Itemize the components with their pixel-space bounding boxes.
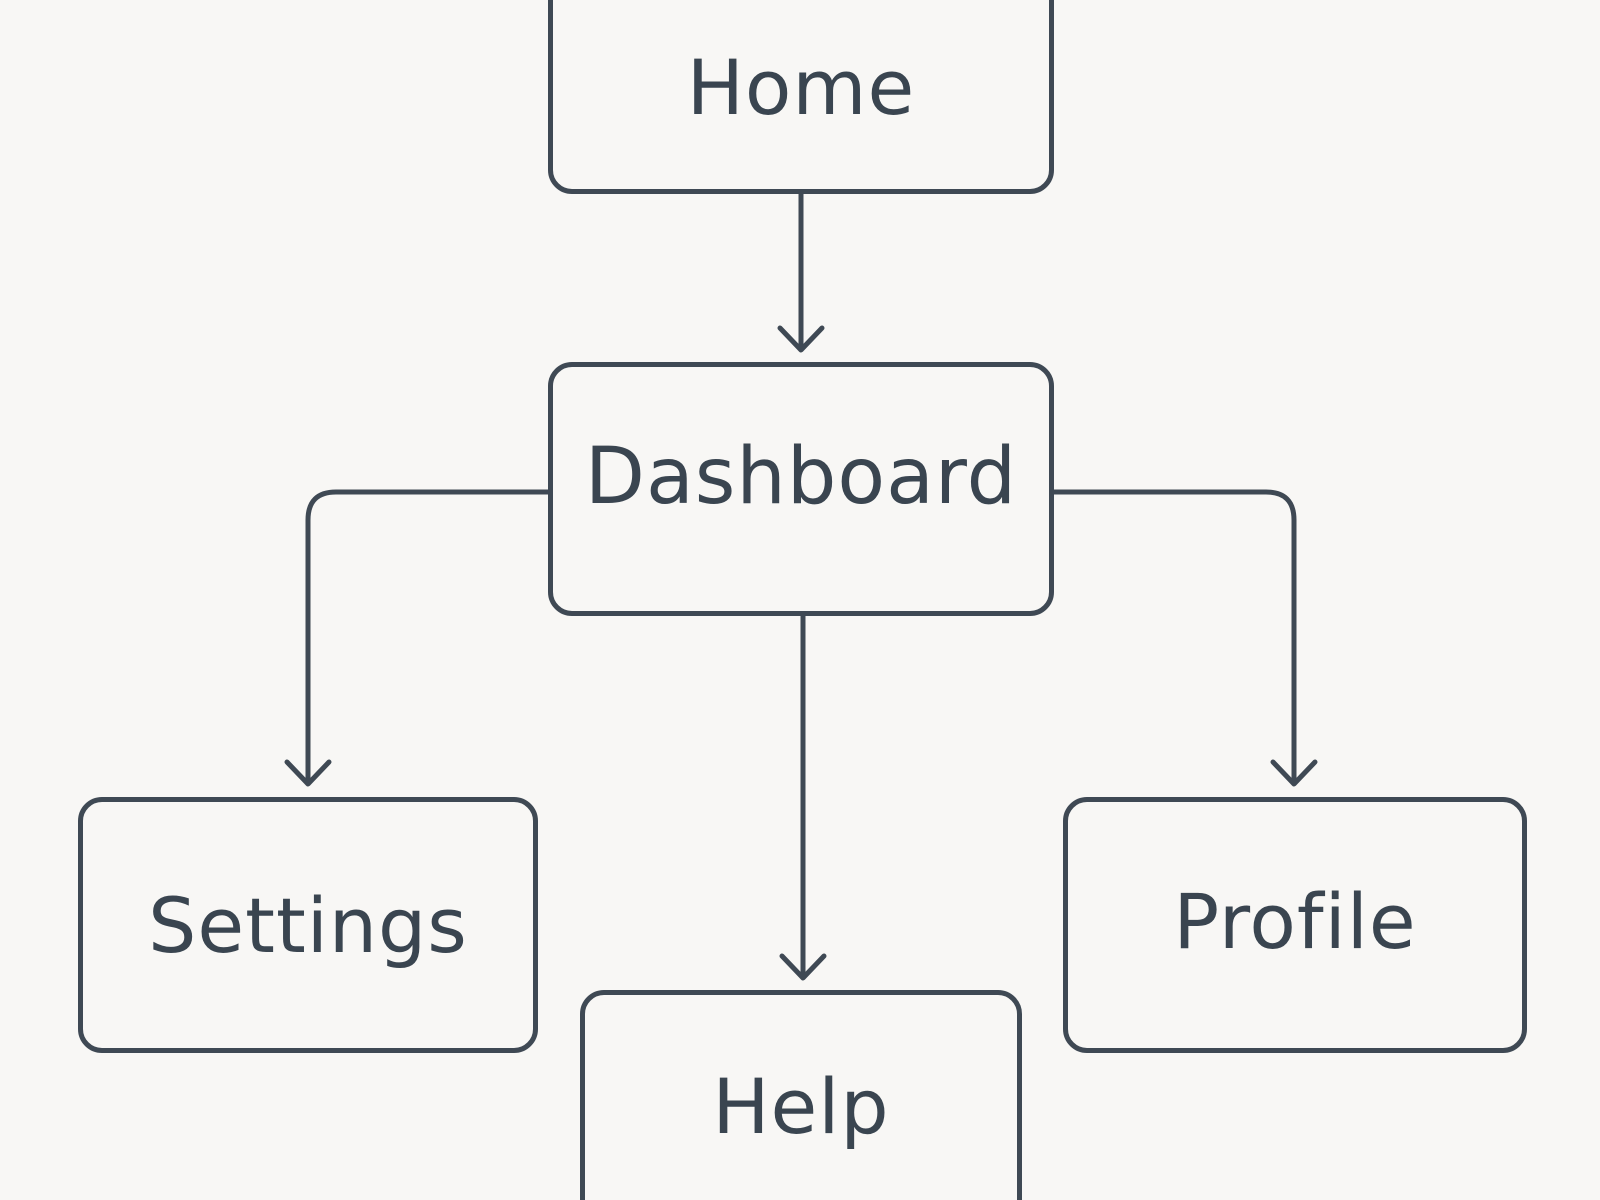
arrowhead-dashboard bbox=[777, 325, 825, 353]
node-dashboard[interactable]: Dashboard bbox=[548, 362, 1054, 616]
node-profile-label: Profile bbox=[1173, 876, 1417, 966]
arrowhead-settings bbox=[284, 759, 332, 787]
node-settings[interactable]: Settings bbox=[78, 797, 538, 1053]
node-profile[interactable]: Profile bbox=[1063, 797, 1527, 1053]
node-settings-label: Settings bbox=[148, 880, 468, 970]
edge-dashboard-profile bbox=[1051, 489, 1297, 785]
node-home[interactable]: Home bbox=[548, 0, 1054, 194]
node-home-label: Home bbox=[686, 42, 916, 132]
node-help-label: Help bbox=[712, 1061, 890, 1151]
node-dashboard-label: Dashboard bbox=[584, 432, 1018, 522]
arrowhead-profile bbox=[1270, 759, 1318, 787]
arrowhead-help bbox=[779, 953, 827, 981]
node-help[interactable]: Help bbox=[580, 990, 1022, 1200]
edge-dashboard-settings bbox=[305, 489, 551, 785]
